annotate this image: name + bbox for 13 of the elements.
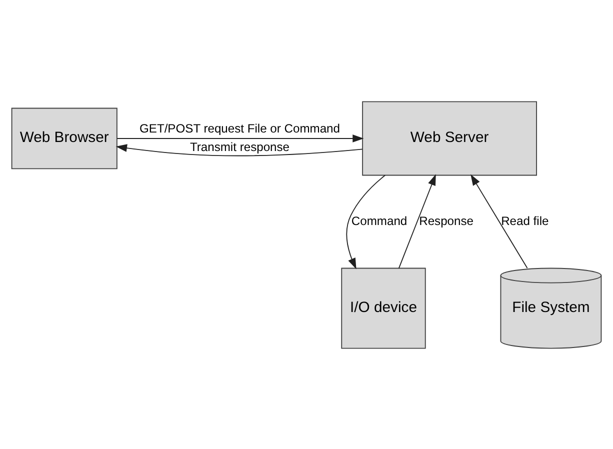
edge-label: Transmit response [190,139,290,154]
arrow [116,134,364,142]
node-box: I/O device [341,267,426,348]
edge-label: Command [351,213,408,228]
arrow [116,144,363,156]
edge-label: GET/POST request File or Command [140,120,340,135]
arrow [398,174,436,268]
arrow [470,174,528,268]
node-box: Web Browser [11,107,118,169]
edge-label: Response [419,213,474,228]
edge-label: Read file [501,213,549,228]
node-box: Web Server [362,100,537,176]
arrow [346,174,386,269]
